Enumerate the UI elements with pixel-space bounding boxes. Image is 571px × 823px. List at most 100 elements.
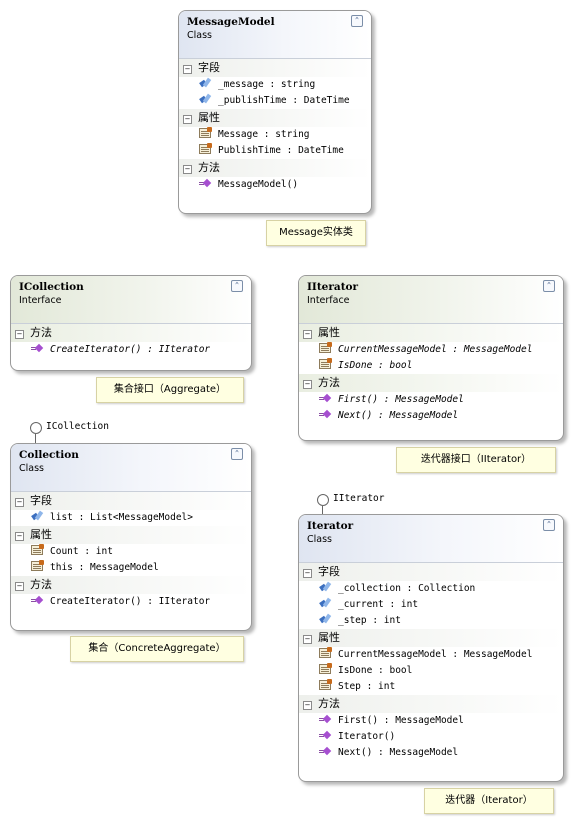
member-text: _publishTime : DateTime [218, 95, 350, 106]
member-row[interactable]: Iterator() [299, 729, 563, 745]
iiterator-header: IIterator Interface ⌃ [299, 276, 563, 324]
section-properties[interactable]: −属性 [299, 324, 563, 342]
member-row[interactable]: Message : string [179, 127, 371, 143]
implements-label: ICollection [46, 421, 109, 432]
interface-circle-icon [30, 422, 42, 434]
member-text: Iterator() [338, 731, 396, 742]
section-fields[interactable]: −字段 [299, 563, 563, 581]
member-text: Count : int [50, 546, 113, 557]
member-row[interactable]: Next() : MessageModel [299, 408, 563, 424]
icollection-header: ICollection Interface ⌃ [11, 276, 251, 324]
member-row[interactable]: MessageModel() [179, 177, 371, 193]
method-icon [319, 746, 331, 756]
section-methods[interactable]: −方法 [299, 695, 563, 713]
member-row[interactable]: Next() : MessageModel [299, 745, 563, 761]
member-row[interactable]: _current : int [299, 597, 563, 613]
method-icon [319, 393, 331, 403]
collapse-icon[interactable]: ⌃ [543, 280, 555, 292]
class-stereotype: Class [307, 534, 332, 545]
icollection-interface-box[interactable]: ICollection Interface ⌃ −方法 CreateIterat… [10, 275, 252, 371]
minus-icon[interactable]: − [183, 65, 192, 74]
member-row[interactable]: list : List<MessageModel> [11, 510, 251, 526]
collapse-icon[interactable]: ⌃ [231, 280, 243, 292]
member-row[interactable]: IsDone : bool [299, 358, 563, 374]
messagemodel-class-box[interactable]: MessageModel Class ⌃ −字段 _message : stri… [178, 10, 372, 214]
member-text: IsDone : bool [338, 360, 413, 371]
iterator-class-box[interactable]: Iterator Class ⌃ −字段 _collection : Colle… [298, 514, 564, 782]
member-row[interactable]: _collection : Collection [299, 581, 563, 597]
class-name: Iterator [307, 520, 354, 532]
member-text: _collection : Collection [338, 583, 476, 594]
section-methods[interactable]: −方法 [11, 324, 251, 342]
member-row[interactable]: CurrentMessageModel : MessageModel [299, 342, 563, 358]
member-text: MessageModel() [218, 179, 299, 190]
member-row[interactable]: this : MessageModel [11, 560, 251, 576]
method-icon [319, 730, 331, 740]
class-stereotype: Class [187, 30, 212, 41]
property-icon [319, 679, 332, 690]
section-label: 方法 [318, 697, 340, 710]
section-label: 属性 [198, 111, 220, 124]
member-row[interactable]: IsDone : bool [299, 663, 563, 679]
section-properties[interactable]: −属性 [299, 629, 563, 647]
collapse-icon[interactable]: ⌃ [543, 519, 555, 531]
minus-icon[interactable]: − [15, 532, 24, 541]
minus-icon[interactable]: − [183, 115, 192, 124]
member-text: list : List<MessageModel> [50, 512, 193, 523]
class-stereotype: Class [19, 463, 44, 474]
member-row[interactable]: _step : int [299, 613, 563, 629]
class-name: Collection [19, 449, 79, 461]
method-icon [319, 409, 331, 419]
section-methods[interactable]: −方法 [11, 576, 251, 594]
minus-icon[interactable]: − [15, 330, 24, 339]
minus-icon[interactable]: − [303, 380, 312, 389]
section-label: 方法 [318, 376, 340, 389]
section-methods[interactable]: −方法 [179, 159, 371, 177]
minus-icon[interactable]: − [15, 582, 24, 591]
section-label: 属性 [318, 631, 340, 644]
messagemodel-header: MessageModel Class ⌃ [179, 11, 371, 59]
member-row[interactable]: Count : int [11, 544, 251, 560]
method-icon [31, 595, 43, 605]
section-properties[interactable]: −属性 [11, 526, 251, 544]
field-icon [319, 614, 331, 624]
member-row[interactable]: First() : MessageModel [299, 392, 563, 408]
section-fields[interactable]: −字段 [179, 59, 371, 77]
minus-icon[interactable]: − [303, 569, 312, 578]
minus-icon[interactable]: − [303, 701, 312, 710]
minus-icon[interactable]: − [303, 635, 312, 644]
member-text: IsDone : bool [338, 665, 413, 676]
section-label: 字段 [198, 61, 220, 74]
collapse-icon[interactable]: ⌃ [231, 448, 243, 460]
property-icon [319, 342, 332, 353]
class-name: IIterator [307, 281, 359, 293]
iiterator-note[interactable]: 迭代器接口（IIterator） [396, 447, 556, 473]
minus-icon[interactable]: − [15, 498, 24, 507]
member-row[interactable]: _publishTime : DateTime [179, 93, 371, 109]
member-row[interactable]: CreateIterator() : IIterator [11, 594, 251, 610]
messagemodel-note[interactable]: Message实体类 [266, 220, 366, 246]
section-fields[interactable]: −字段 [11, 492, 251, 510]
member-text: _message : string [218, 79, 316, 90]
member-row[interactable]: _message : string [179, 77, 371, 93]
minus-icon[interactable]: − [303, 330, 312, 339]
member-row[interactable]: Step : int [299, 679, 563, 695]
class-stereotype: Interface [19, 295, 62, 306]
icollection-note[interactable]: 集合接口（Aggregate） [96, 377, 244, 403]
member-row[interactable]: PublishTime : DateTime [179, 143, 371, 159]
class-stereotype: Interface [307, 295, 350, 306]
section-label: 字段 [318, 565, 340, 578]
iiterator-interface-box[interactable]: IIterator Interface ⌃ −属性 CurrentMessage… [298, 275, 564, 441]
section-properties[interactable]: −属性 [179, 109, 371, 127]
class-name: ICollection [19, 281, 84, 293]
collection-class-box[interactable]: Collection Class ⌃ −字段 list : List<Messa… [10, 443, 252, 631]
collection-note[interactable]: 集合（ConcreteAggregate） [70, 636, 244, 662]
member-text: _step : int [338, 615, 401, 626]
member-row[interactable]: CurrentMessageModel : MessageModel [299, 647, 563, 663]
section-methods[interactable]: −方法 [299, 374, 563, 392]
collapse-icon[interactable]: ⌃ [351, 15, 363, 27]
member-row[interactable]: CreateIterator() : IIterator [11, 342, 251, 358]
minus-icon[interactable]: − [183, 165, 192, 174]
iterator-note[interactable]: 迭代器（Iterator） [424, 788, 554, 814]
member-row[interactable]: First() : MessageModel [299, 713, 563, 729]
